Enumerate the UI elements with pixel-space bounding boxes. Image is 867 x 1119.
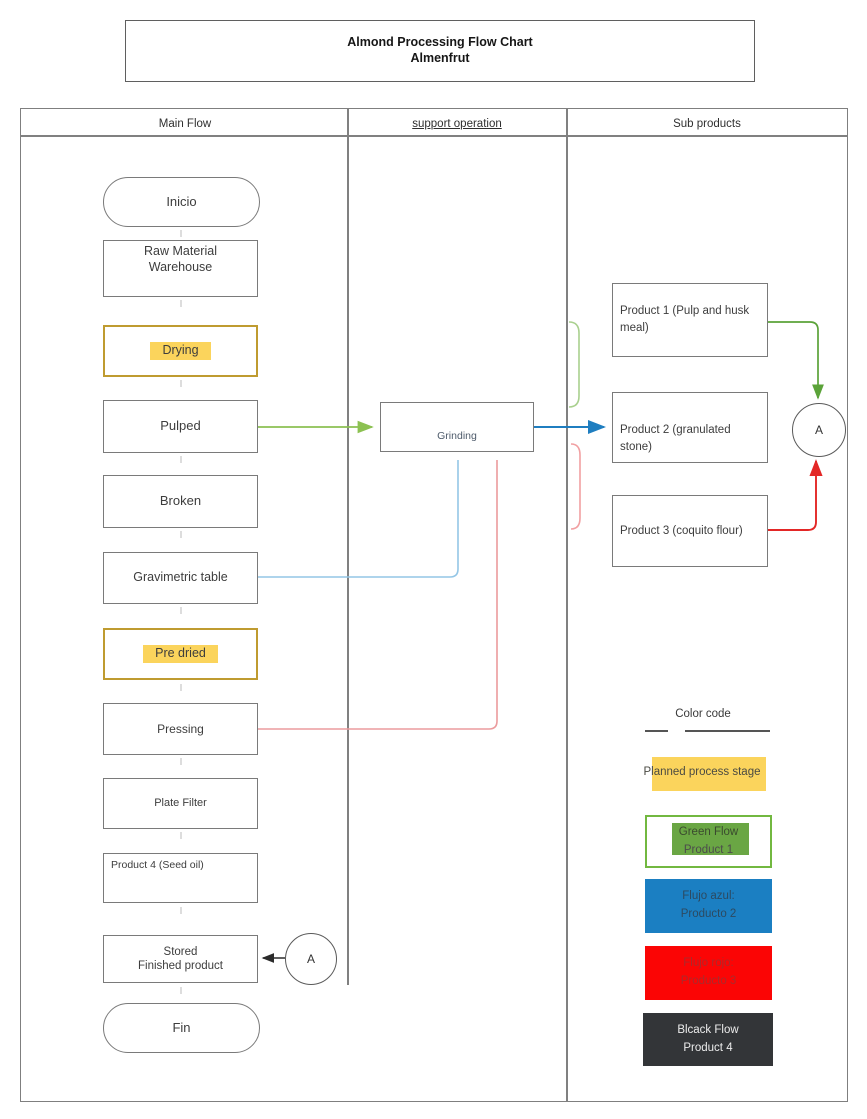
legend-green-flow: Green Flow Product 1 — [645, 815, 772, 868]
node-fin: Fin — [103, 1003, 260, 1053]
node-stored-finished-product: Stored Finished product — [103, 935, 258, 983]
page-subtitle: Almenfrut — [410, 51, 470, 65]
node-plate-filter: Plate Filter — [103, 778, 258, 829]
column-header-support-operation: support operation — [412, 118, 502, 130]
connector-a-main-flow: A — [285, 933, 337, 985]
node-product4-seed-oil: Product 4 (Seed oil) — [103, 853, 258, 903]
page-title: Almond Processing Flow Chart — [347, 35, 533, 50]
node-grinding: Grinding — [380, 402, 534, 452]
legend-red-flow: Flujo rojo: Producto 3 — [645, 946, 772, 1000]
node-drying: Drying — [103, 325, 258, 377]
node-pre-dried: Pre dried — [103, 628, 258, 680]
legend-heading: Color code — [675, 708, 731, 720]
header-divider — [20, 135, 848, 137]
column-divider-2 — [566, 108, 568, 1102]
column-header-sub-products: Sub products — [673, 118, 741, 130]
legend-heading-underline-right — [685, 730, 770, 732]
legend-heading-underline-left — [645, 730, 668, 732]
column-header-main-flow: Main Flow — [158, 118, 212, 130]
title-box: Almond Processing Flow Chart Almenfrut — [125, 20, 755, 82]
column-divider-1 — [347, 108, 349, 985]
legend-blue-flow: Flujo azul: Producto 2 — [645, 879, 772, 933]
planned-highlight: Drying — [150, 342, 211, 360]
node-product3: Product 3 (coquito flour) — [612, 495, 768, 567]
planned-highlight: Pre dried — [143, 645, 218, 663]
node-product1: Product 1 (Pulp and husk meal) — [612, 283, 768, 357]
node-inicio: Inicio — [103, 177, 260, 227]
node-pressing: Pressing — [103, 703, 258, 755]
node-product2: Product 2 (granulated stone) — [612, 392, 768, 463]
node-gravimetric-table: Gravimetric table — [103, 552, 258, 604]
node-raw-material-warehouse: Raw Material Warehouse — [103, 240, 258, 297]
legend-black-flow: Blcack Flow Product 4 — [643, 1013, 773, 1066]
legend-green-fill — [672, 823, 749, 855]
node-broken: Broken — [103, 475, 258, 528]
legend-planned-swatch — [652, 757, 766, 791]
legend-planned-label: Planned process stage — [643, 766, 761, 778]
node-pulped: Pulped — [103, 400, 258, 453]
connector-a-sub-products: A — [792, 403, 846, 457]
diagram-frame — [20, 108, 848, 1102]
